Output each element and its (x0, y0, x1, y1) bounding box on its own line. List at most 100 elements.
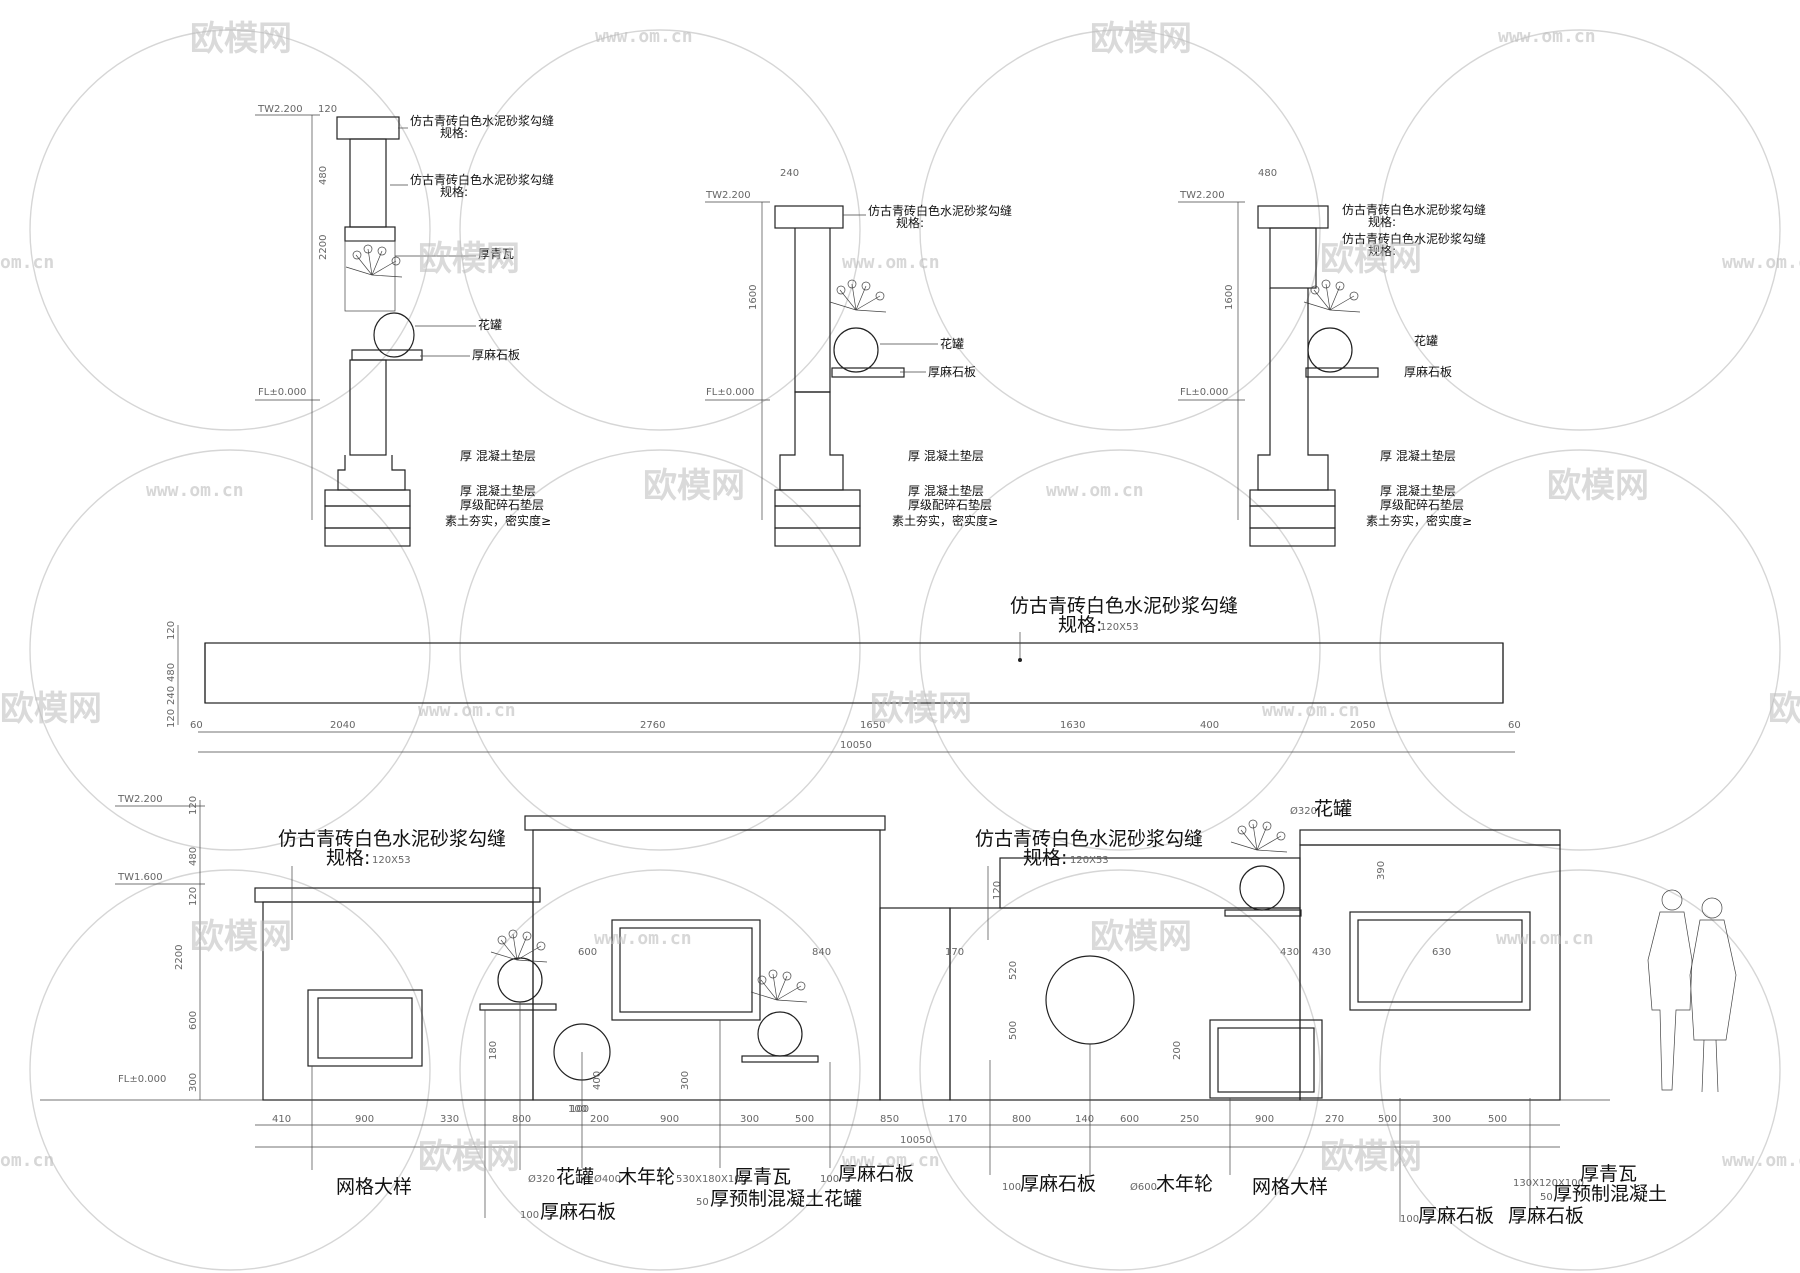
dim: 840 (812, 947, 831, 958)
watermark-brand: 欧模网 (870, 689, 972, 729)
watermark-url: www.om.cn (1262, 700, 1360, 721)
flower-pot-icon (345, 244, 415, 358)
dim: 480 (318, 166, 329, 185)
top-flower-pot-label: 花罐 (1314, 798, 1352, 820)
level-tw: TW2.200 (257, 104, 303, 115)
callout-prefix: 130X120X100 (1513, 1178, 1584, 1189)
callout: 木年轮 (1156, 1173, 1213, 1195)
wood-ring-icon (1045, 955, 1135, 1045)
watermark-brand: 欧模网 (1768, 689, 1800, 729)
dim: 400 (1200, 720, 1219, 731)
dim: 500 (795, 1114, 814, 1125)
callout-prefix: Ø400 (594, 1173, 621, 1185)
dim: 480 (188, 847, 199, 866)
dim: 300 (740, 1114, 759, 1125)
callout: 厚麻石板 (1020, 1173, 1096, 1195)
callout: 厚麻石板 (1508, 1205, 1584, 1227)
watermark-brand: 欧模网 (643, 466, 745, 506)
dim: 480 (166, 663, 177, 682)
watermark-brand: 欧模网 (1320, 239, 1422, 279)
watermark-brand: 欧模网 (418, 239, 520, 279)
callout: 厚预制混凝土花罐 (710, 1188, 862, 1210)
level-fl: FL±0.000 (706, 387, 754, 398)
callout: 网格大样 (1252, 1176, 1328, 1198)
label: 仿古青砖白色水泥砂浆勾缝 (1342, 231, 1486, 246)
dim: 120 (166, 709, 177, 728)
label: 素土夯实，密实度≥ (1366, 513, 1472, 528)
callout: 厚麻石板 (540, 1201, 616, 1223)
label: 花罐 (940, 336, 964, 351)
dim: 140 (1075, 1114, 1094, 1125)
watermark-brand: 欧模网 (418, 1137, 520, 1177)
dim: 1600 (1224, 285, 1235, 310)
level-fl: FL±0.000 (258, 387, 306, 398)
dim: 500 (1008, 1021, 1019, 1040)
plan-view: 120 480 240 120 60 2040 2760 1650 1630 4… (166, 595, 1521, 753)
callout-prefix: Ø600 (1130, 1181, 1157, 1193)
callout-prefix: Ø320 (528, 1173, 555, 1185)
callout-prefix: 530X180X100 (676, 1174, 747, 1185)
watermark-brand: 欧模网 (1090, 917, 1192, 957)
watermark-url: www.om.cn (1722, 1150, 1800, 1171)
label: 厚级配碎石垫层 (1380, 497, 1464, 512)
dim: 60 (190, 720, 203, 731)
dim: 170 (945, 947, 964, 958)
dim: 1600 (748, 285, 759, 310)
dim: 1630 (1060, 720, 1085, 731)
plan-spec-value: 120X53 (1100, 622, 1139, 633)
watermark-text: 欧模网 www.om.cn 欧模网 www.om.cn om.cn 欧模网 ww… (0, 19, 1800, 1177)
dim: 1650 (860, 720, 885, 731)
callout: 厚麻石板 (838, 1163, 914, 1185)
dim: 900 (660, 1114, 679, 1125)
dim: 120 (318, 104, 337, 115)
watermark-brand: 欧模网 (190, 19, 292, 59)
dim: 850 (880, 1114, 899, 1125)
label: 厚麻石板 (928, 364, 976, 379)
dim: 180 (488, 1041, 499, 1060)
dim: 900 (1255, 1114, 1274, 1125)
dim: 10050 (840, 740, 872, 751)
watermark-url: www.om.cn (594, 928, 692, 949)
label: 厚级配碎石垫层 (460, 497, 544, 512)
label: 素土夯实，密实度≥ (445, 513, 551, 528)
callout-prefix: 100 (520, 1210, 539, 1221)
dim: 430 (1312, 947, 1331, 958)
watermark-url: www.om.cn (146, 480, 244, 501)
watermark-circles (29, 29, 1781, 1271)
elevation-view: TW2.200 TW1.600 FL±0.000 120 480 120 220… (40, 794, 1737, 1227)
dim: 400 (592, 1071, 603, 1090)
dim: 120 (188, 887, 199, 906)
dim: 270 (1325, 1114, 1344, 1125)
dim: 410 (272, 1114, 291, 1125)
dim: 500 (1488, 1114, 1507, 1125)
watermark-url: www.om.cn (418, 700, 516, 721)
callout-prefix: 100 (1002, 1182, 1021, 1193)
watermark-url: www.om.cn (842, 1150, 940, 1171)
callout: 网格大样 (336, 1176, 412, 1198)
dim: 240 (166, 686, 177, 705)
flower-pot-icon (741, 969, 819, 1063)
label: 厚麻石板 (1404, 364, 1452, 379)
dim: 2050 (1350, 720, 1375, 731)
dim: 300 (1432, 1114, 1451, 1125)
level-tw: TW1.600 (117, 872, 163, 883)
label: 规格: (440, 184, 468, 199)
dim: 170 (948, 1114, 967, 1125)
dim: Ø320 (1290, 805, 1317, 817)
watermark-url-partial: om.cn (0, 1150, 54, 1171)
label: 规格: (1368, 214, 1396, 229)
dim: 390 (1376, 861, 1387, 880)
dim: 900 (355, 1114, 374, 1125)
level-fl: FL±0.000 (1180, 387, 1228, 398)
callout-prefix: 100 (1400, 1214, 1419, 1225)
level-tw: TW2.200 (117, 794, 163, 805)
watermark-url: www.om.cn (842, 252, 940, 273)
flower-pot-icon (1224, 819, 1302, 917)
elevation-spec-right-value: 120X53 (1070, 855, 1109, 866)
people-figure-icon (1647, 889, 1737, 1093)
label: 厚级配碎石垫层 (908, 497, 992, 512)
watermark-brand: 欧模网 (1090, 19, 1192, 59)
dim: 520 (1008, 961, 1019, 980)
dim: 120 (166, 621, 177, 640)
dim: 430 (1280, 947, 1299, 958)
